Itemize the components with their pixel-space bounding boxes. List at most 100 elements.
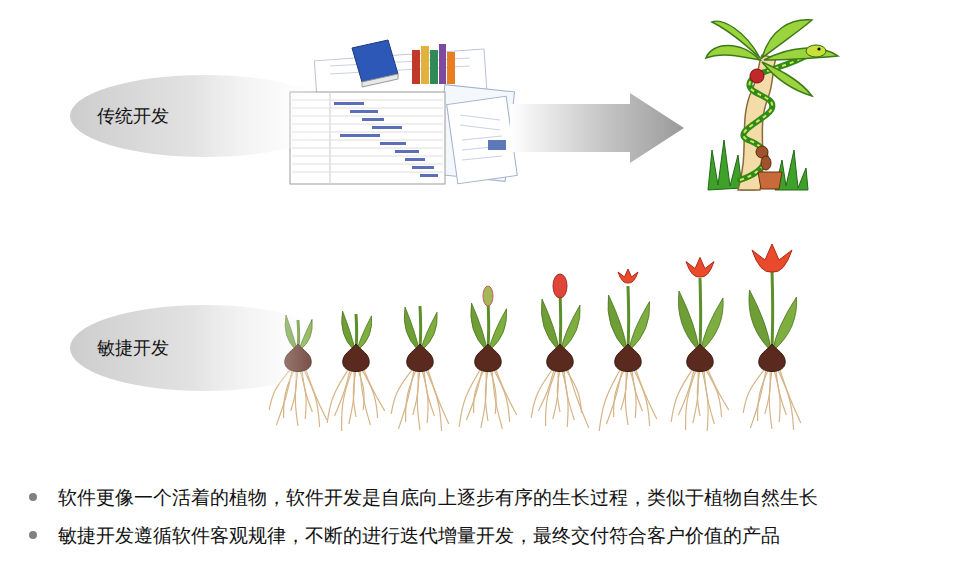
tulip xyxy=(671,257,729,431)
tulip-bulb xyxy=(343,344,369,372)
snake-head xyxy=(806,45,826,57)
tulip-root xyxy=(327,370,348,423)
tulip-leaf xyxy=(421,312,437,350)
tulip-bulb xyxy=(475,344,501,372)
tulip-leaf xyxy=(489,309,507,350)
gantt-bars xyxy=(334,102,438,177)
tulip-root xyxy=(306,370,327,420)
tulip-root xyxy=(599,370,620,431)
tulip-root xyxy=(566,370,582,413)
flower-pot xyxy=(758,172,782,189)
bullet-text: 软件更像一个活着的植物，软件开发是自底向上逐步有序的生长过程，类似于植物自然生长 xyxy=(58,484,818,510)
tulip-stem xyxy=(771,270,775,350)
tulip-root xyxy=(474,370,484,413)
doc-chart xyxy=(488,140,506,150)
tulip-root xyxy=(625,370,628,425)
tulip-bud xyxy=(553,274,567,298)
tulip-root xyxy=(496,370,517,415)
bullet-dot xyxy=(29,531,37,539)
tulip-growth xyxy=(269,244,801,431)
snake-eye xyxy=(817,47,820,50)
tulip-root xyxy=(342,370,352,431)
tulip-bulb xyxy=(547,344,573,372)
tulip-root xyxy=(557,370,560,412)
book xyxy=(430,50,438,84)
tulip-root xyxy=(406,370,416,422)
jungle-tree xyxy=(706,20,838,190)
tulip-root xyxy=(492,370,502,429)
ellipse-fill xyxy=(70,75,340,157)
tulip-root xyxy=(531,370,552,418)
tulip-leaf xyxy=(561,305,580,350)
tulip-root xyxy=(459,370,480,427)
tulip-bud xyxy=(483,286,493,306)
tulip-leaf xyxy=(342,311,355,350)
tulip-root xyxy=(614,370,624,417)
tulip-leaf xyxy=(701,298,723,350)
snake xyxy=(740,52,812,180)
tulip-root xyxy=(686,370,696,430)
book xyxy=(421,46,429,84)
tree-flower xyxy=(750,69,764,83)
tulip-leaf xyxy=(629,302,650,351)
tulip-leaf xyxy=(471,303,487,350)
tulip-stem xyxy=(487,300,491,350)
tulip-leaf xyxy=(404,307,419,350)
tulip-leaf xyxy=(608,295,627,350)
tulip-root xyxy=(417,370,420,430)
tulip-leaf xyxy=(749,290,771,350)
ellipse-node: 传统开发 xyxy=(70,75,340,157)
tulip xyxy=(531,274,589,428)
tulip-root xyxy=(671,370,692,422)
tulip-stem xyxy=(699,278,703,350)
tulip-stem xyxy=(559,292,563,350)
book xyxy=(447,52,455,84)
doc-page xyxy=(447,96,518,184)
tulip-flower xyxy=(686,257,714,277)
tulip-root xyxy=(568,370,589,428)
tulip xyxy=(391,306,449,431)
tulip-root xyxy=(485,370,488,421)
node-label: 传统开发 xyxy=(97,104,169,128)
tulip-stem xyxy=(419,306,423,350)
tulip xyxy=(327,311,385,431)
tulip xyxy=(459,286,517,429)
tulip-leaf xyxy=(357,316,372,350)
tulip-root xyxy=(360,370,370,425)
tulip-stem xyxy=(627,286,631,350)
monkey-body xyxy=(761,156,771,170)
tulip xyxy=(599,269,657,431)
tulip-root xyxy=(353,370,356,417)
tulip-root xyxy=(636,370,657,419)
tulip-root xyxy=(708,370,729,410)
book xyxy=(412,50,420,84)
ellipse-fill xyxy=(70,305,340,391)
tulip-root xyxy=(704,370,714,424)
tulip-flower xyxy=(752,244,792,272)
tulip-root xyxy=(428,370,449,424)
tulip-leaf xyxy=(541,299,559,350)
snake-stripes xyxy=(740,52,812,180)
tulip-bulb xyxy=(687,344,713,372)
progress-arrow xyxy=(510,93,684,163)
tulip-leaf xyxy=(773,297,797,350)
tulip-root xyxy=(758,370,768,421)
tulip-root xyxy=(364,370,385,411)
tulip-root xyxy=(546,370,556,426)
tulip-root xyxy=(391,370,412,414)
tulip-bulb xyxy=(759,344,785,372)
node-label: 敏捷开发 xyxy=(97,336,169,360)
tulip-leaf xyxy=(678,291,699,350)
tulip-root xyxy=(769,370,772,429)
tulip-root xyxy=(697,370,700,416)
book-pages xyxy=(362,74,398,87)
tulip xyxy=(743,244,801,430)
bullet-text: 敏捷开发遵循软件客观规律，不断的进行迭代增量开发，最终交付符合客户价值的产品 xyxy=(58,522,780,548)
ellipse-node: 敏捷开发 xyxy=(70,305,340,391)
book xyxy=(439,44,446,84)
tulip-root xyxy=(564,370,574,420)
tulip-bulb xyxy=(615,344,641,372)
tulip-bulb xyxy=(407,344,433,372)
bullet-dot xyxy=(29,493,37,501)
